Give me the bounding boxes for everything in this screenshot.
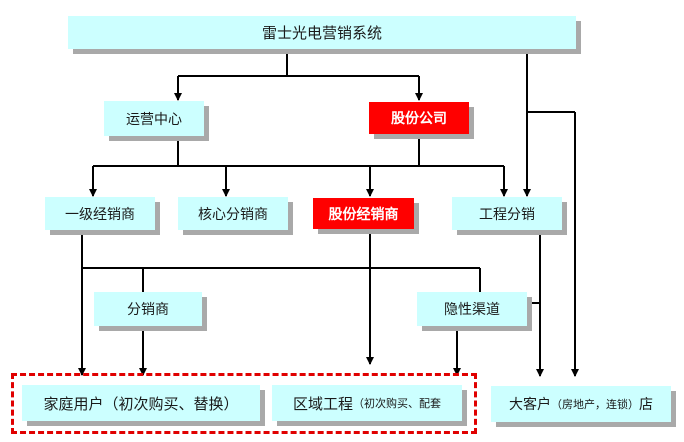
engineering-distribution-node: 工程分销 [452,197,562,230]
regional-engineering-label: 区域工程 [292,394,353,413]
system-node: 雷士光电营销系统 [68,16,576,49]
regional-engineering-note: （初次购买、配套 [353,397,441,410]
home-users-node: 家庭用户（初次购买、替换） [22,385,260,421]
holding-distributor-node: 股份经销商 [313,198,414,229]
big-customer-note: （房地产，连锁） [551,398,639,411]
subdistributor-node: 分销商 [94,292,202,326]
regional-engineering-node: 区域工程（初次购买、配套 [272,385,462,421]
big-customer-label: 大客户 [509,397,551,413]
core-subdistributor-node: 核心分销商 [178,197,288,230]
end-customer-group-outline [11,373,477,434]
big-customer-node: 大客户（房地产，连锁）店 [491,386,671,422]
tier1-distributor-node: 一级经销商 [45,197,155,230]
holding-company-node: 股份公司 [369,102,469,134]
ops-center-node: 运营中心 [104,101,204,136]
big-customer-suffix: 店 [639,397,653,413]
hidden-channel-node: 隐性渠道 [417,292,527,326]
